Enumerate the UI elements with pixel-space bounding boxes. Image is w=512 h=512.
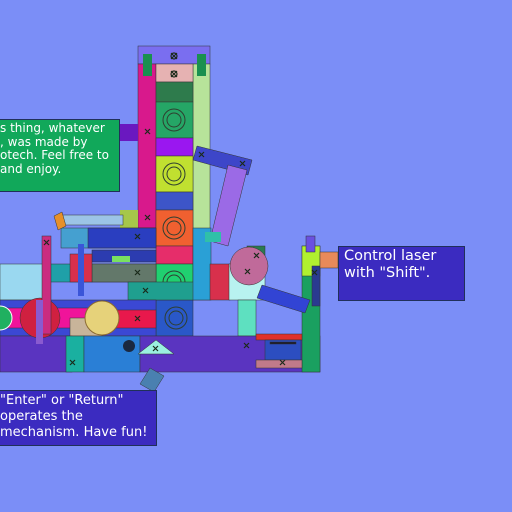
credits-line-3: otech. Feel free to — [0, 148, 109, 162]
wheel-icon — [164, 306, 188, 330]
mid-decor — [0, 211, 269, 393]
wheel-icon — [229, 246, 269, 286]
wheel-icon — [162, 108, 186, 132]
wheel-icon — [84, 300, 120, 336]
triangle-arrow-icon — [137, 339, 175, 355]
enter-line-2: operates the — [0, 409, 83, 424]
tower — [120, 45, 211, 337]
wheel-icon — [162, 216, 186, 240]
credits-line-4: and enjoy. — [0, 161, 62, 176]
swing-arm — [192, 145, 253, 247]
credits-line-1: s thing, whatever — [0, 121, 105, 135]
credits-note: s thing, whatever , was made by otech. F… — [0, 119, 120, 192]
laser-line-1: Control laser — [344, 248, 437, 264]
credits-line-2: , was made by — [0, 134, 88, 149]
enter-line-1: "Enter" or "Return" — [0, 393, 124, 408]
laser-assembly — [255, 235, 339, 373]
wheel-icon — [162, 162, 186, 186]
laser-hint-note: Control laser with "Shift". — [338, 246, 465, 301]
enter-hint-note: "Enter" or "Return" operates the mechani… — [0, 390, 157, 446]
screw-joint-icon — [43, 52, 318, 366]
enter-line-3: mechanism. Have fun! — [0, 425, 148, 440]
laser-line-2: with "Shift". — [344, 265, 431, 281]
wheel-icon — [0, 305, 13, 331]
